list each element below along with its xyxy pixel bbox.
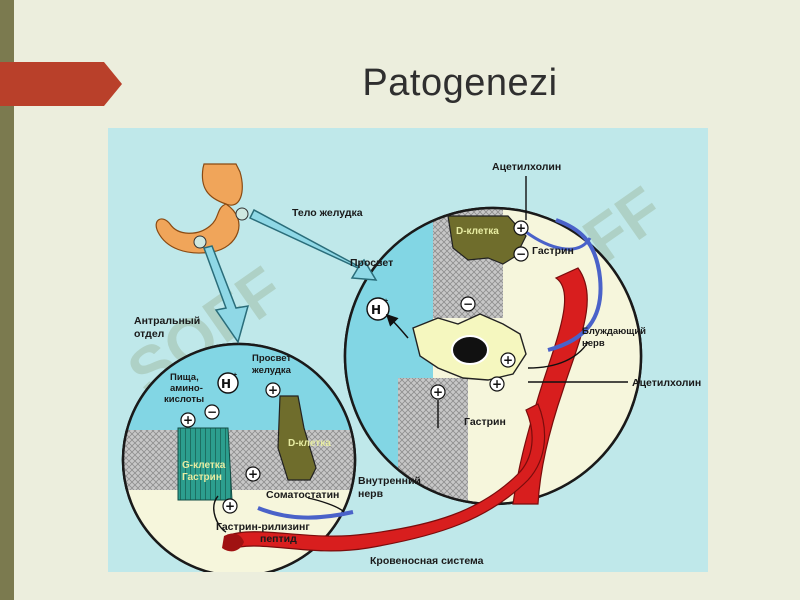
- label-antrum-1: Антральный: [134, 315, 200, 327]
- accent-arrow-tab: [0, 62, 122, 106]
- svg-text:+: +: [433, 385, 443, 399]
- h-ion-big: H +: [366, 297, 409, 339]
- svg-text:+: +: [492, 377, 502, 391]
- arrow-body-to-lumen: [248, 208, 378, 281]
- label-acetylcholine-top: Ацетилхолин: [492, 161, 561, 173]
- label-lumen-gastric-1: Просвет: [252, 353, 291, 364]
- d-cell-bottom: [277, 395, 317, 481]
- antrum-circle: G-клетка Гастрин D-клетка: [121, 342, 357, 572]
- d-cell-top: [447, 215, 527, 265]
- pathogenesis-diagram: SOFF SOFF: [108, 128, 708, 572]
- signs-big-circle: + − − + + +: [430, 220, 529, 400]
- g-cell-label-1: G-клетка: [182, 460, 226, 471]
- label-bloodstream: Кровеносная система: [370, 555, 484, 567]
- antrum-mucosa: [123, 430, 355, 490]
- svg-text:+: +: [503, 353, 513, 367]
- label-acetylcholine-right: Ацетилхолин: [632, 377, 701, 389]
- svg-text:H: H: [221, 377, 231, 391]
- g-cell-label-2: Гастрин: [182, 472, 222, 483]
- svg-text:+: +: [225, 499, 235, 513]
- stomach-illustration: [155, 163, 249, 254]
- label-food-1: Пища,: [170, 372, 199, 383]
- left-sidebar-bar: [0, 0, 14, 600]
- svg-text:+: +: [516, 221, 526, 235]
- label-vagus-1: Блуждающий: [582, 326, 646, 337]
- label-internal-nerve-2: нерв: [358, 488, 384, 500]
- svg-text:−: −: [516, 247, 526, 261]
- label-grp-2: пептид: [260, 533, 297, 545]
- vagus-nerve: [547, 218, 603, 352]
- svg-text:−: −: [207, 405, 217, 419]
- label-food-3: кислоты: [164, 394, 204, 405]
- parietal-cell-nucleus: [451, 335, 489, 365]
- arrow-antrum: [203, 245, 250, 344]
- internal-nerve-path: [257, 506, 354, 520]
- label-grp-1: Гастрин-рилизинг: [216, 521, 310, 533]
- label-food-2: амино-: [170, 383, 203, 394]
- label-vagus-2: нерв: [582, 338, 605, 349]
- label-gastrin-top: Гастрин: [532, 245, 574, 257]
- svg-text:−: −: [463, 297, 473, 311]
- svg-text:+: +: [183, 413, 193, 427]
- signs-small-circle: + + − + +: [180, 382, 281, 514]
- label-gastrin-bottom: Гастрин: [464, 416, 506, 428]
- d-cell-bottom-label: D-клетка: [288, 438, 331, 449]
- blood-vessel-main: [225, 403, 546, 552]
- label-antrum-2: отдел: [134, 328, 164, 340]
- svg-text:+: +: [268, 383, 278, 397]
- label-lumen-gastric-2: желудка: [251, 365, 292, 376]
- svg-text:+: +: [384, 298, 388, 305]
- label-somatostatin: Соматостатин: [266, 489, 339, 501]
- d-cell-top-label: D-клетка: [456, 226, 499, 237]
- label-stomach-body: Тело желудка: [292, 207, 363, 219]
- h-ion-small: H +: [217, 372, 239, 394]
- svg-text:+: +: [248, 467, 258, 481]
- label-lumen: Просвет: [350, 257, 393, 269]
- label-internal-nerve-1: Внутренний: [358, 475, 421, 487]
- svg-text:+: +: [233, 372, 237, 379]
- signal-lines: [213, 176, 628, 533]
- slide-title: Patogenezi: [362, 62, 558, 104]
- svg-text:H: H: [371, 303, 381, 317]
